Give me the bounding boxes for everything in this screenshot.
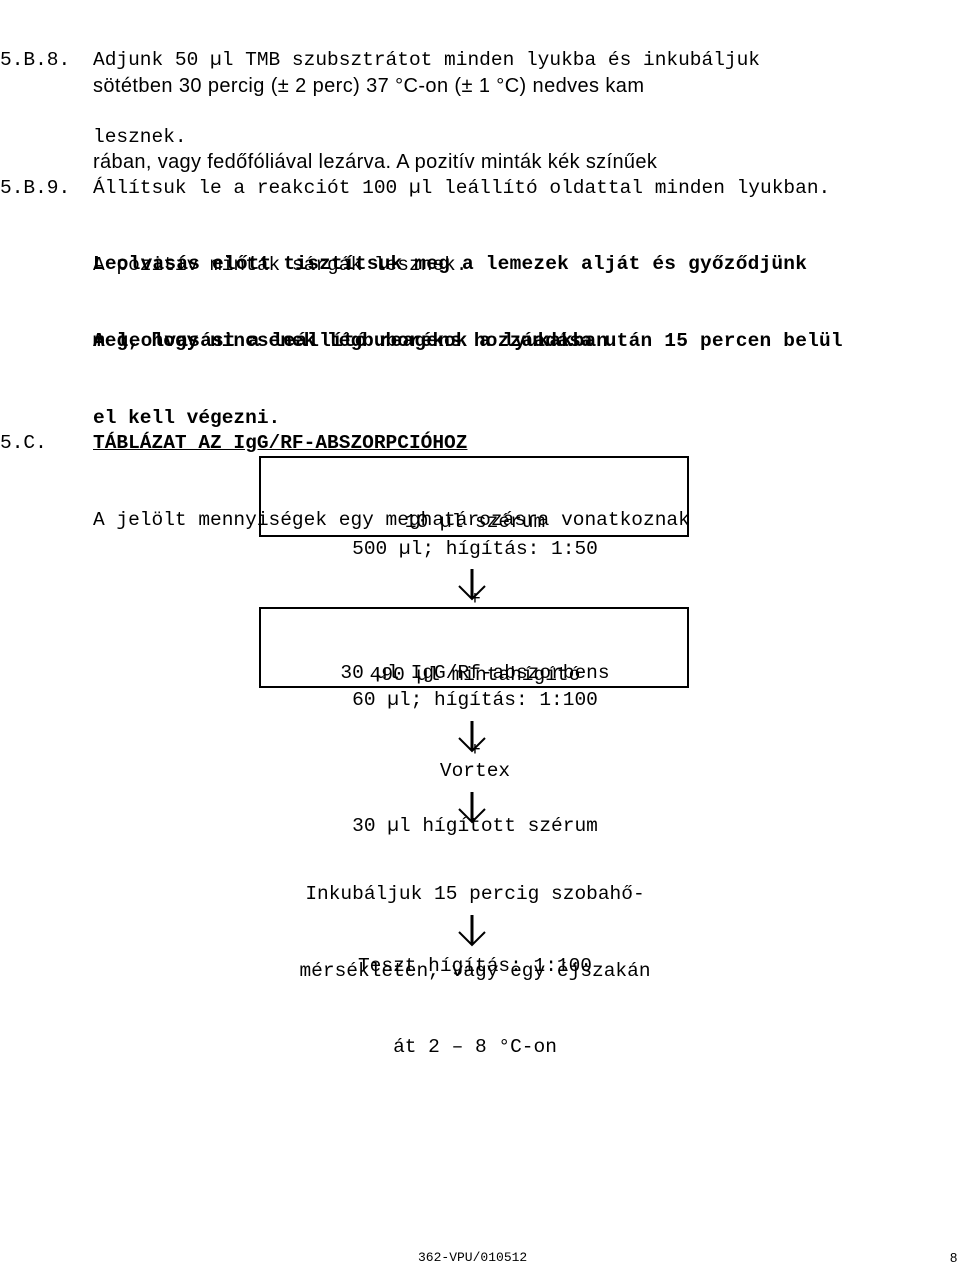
footer-page-number: 8 <box>950 1250 958 1265</box>
flow-result-2: 60 µl; hígítás: 1:100 <box>352 689 598 711</box>
flow-box-absorbent <box>259 607 689 688</box>
flow-step-test-dilution: Teszt hígítás: 1:100 <box>357 955 593 977</box>
paragraph-line: Állítsuk le a reakciót 100 µl leállító o… <box>93 177 831 199</box>
paragraph-line: A pozitív minták sárgák lesznek. <box>93 253 468 276</box>
note-line: meg, hogy nincsenek légbuborékok a lyuka… <box>93 329 620 352</box>
flow-step-vortex: Vortex <box>439 760 511 782</box>
paragraph-line: Adjunk 50 µl TMB szubsztrátot minden lyu… <box>93 49 761 71</box>
down-arrow-icon <box>458 792 486 824</box>
flow-result-1: 500 µl; hígítás: 1:50 <box>352 538 598 560</box>
note-reading-time: A leolvasást a leállító reagens hozzáadá… <box>93 278 843 457</box>
paragraph-5b8-body: sötétben 30 percig (± 2 perc) 37 °C-on (… <box>93 23 657 202</box>
section-title: TÁBLÁZAT AZ IgG/RF-ABSZORPCIÓHOZ <box>93 432 468 454</box>
flow-plus: + <box>469 587 481 610</box>
note-line: A leolvasást a leállító reagens hozzáadá… <box>93 330 843 352</box>
flow-box-dilution <box>259 456 689 537</box>
flow-line: 10 µl szérum <box>404 511 546 533</box>
flow-line: 490 µl mintahígító <box>369 664 581 686</box>
flow-line: 30 µl hígított szérum <box>352 815 598 837</box>
paragraph-line: rában, vagy fedőfóliával lezárva. A pozi… <box>93 151 658 173</box>
paragraph-5b8: 5.B.8. Adjunk 50 µl TMB szubsztrátot mind… <box>0 0 760 99</box>
down-arrow-icon <box>458 915 486 947</box>
down-arrow-icon <box>458 721 486 753</box>
flow-line: 30 µl IgG/Rf-abszorbens <box>340 662 610 684</box>
flow-step-dilution: 10 µl szérum + 490 µl mintahígító <box>200 459 750 714</box>
flow-plus: + <box>469 738 481 761</box>
flow-step-absorbent: 30 µl IgG/Rf-abszorbens + 30 µl hígított… <box>200 610 750 865</box>
paragraph-number: 5.B.9. <box>0 177 71 199</box>
flow-line: mérsékleten, vagy egy éjszakán <box>299 959 651 982</box>
flow-line: át 2 – 8 °C-on <box>393 1036 557 1058</box>
section-number: 5.C. <box>0 432 47 454</box>
paragraph-line: sötétben 30 percig (± 2 perc) 37 °C-on (… <box>93 74 645 97</box>
paragraph-number: 5.B.8. <box>0 49 71 71</box>
section-5c: 5.C. TÁBLÁZAT AZ IgG/RF-ABSZORPCIÓHOZ A j… <box>0 380 690 559</box>
note-line: el kell végezni. <box>93 406 281 429</box>
paragraph-5b8-end: lesznek. <box>93 74 187 176</box>
note-cleaning: Leolvasás előtt tisztítsuk meg a lemezek… <box>93 201 807 380</box>
section-subtitle: A jelölt mennyiségek egy meghatározásra … <box>93 508 690 531</box>
note-line: Leolvasás előtt tisztítsuk meg a lemezek… <box>93 253 808 275</box>
down-arrow-icon <box>458 569 486 601</box>
flow-step-incubate: Inkubáljuk 15 percig szobahő- mérséklete… <box>200 831 750 1086</box>
paragraph-5b9: 5.B.9. Állítsuk le a reakciót 100 µl leál… <box>0 125 830 304</box>
footer-document-code: 362-VPU/010512 <box>418 1250 528 1265</box>
flow-line: Inkubáljuk 15 percig szobahő- <box>305 883 645 905</box>
paragraph-line: lesznek. <box>93 125 187 148</box>
